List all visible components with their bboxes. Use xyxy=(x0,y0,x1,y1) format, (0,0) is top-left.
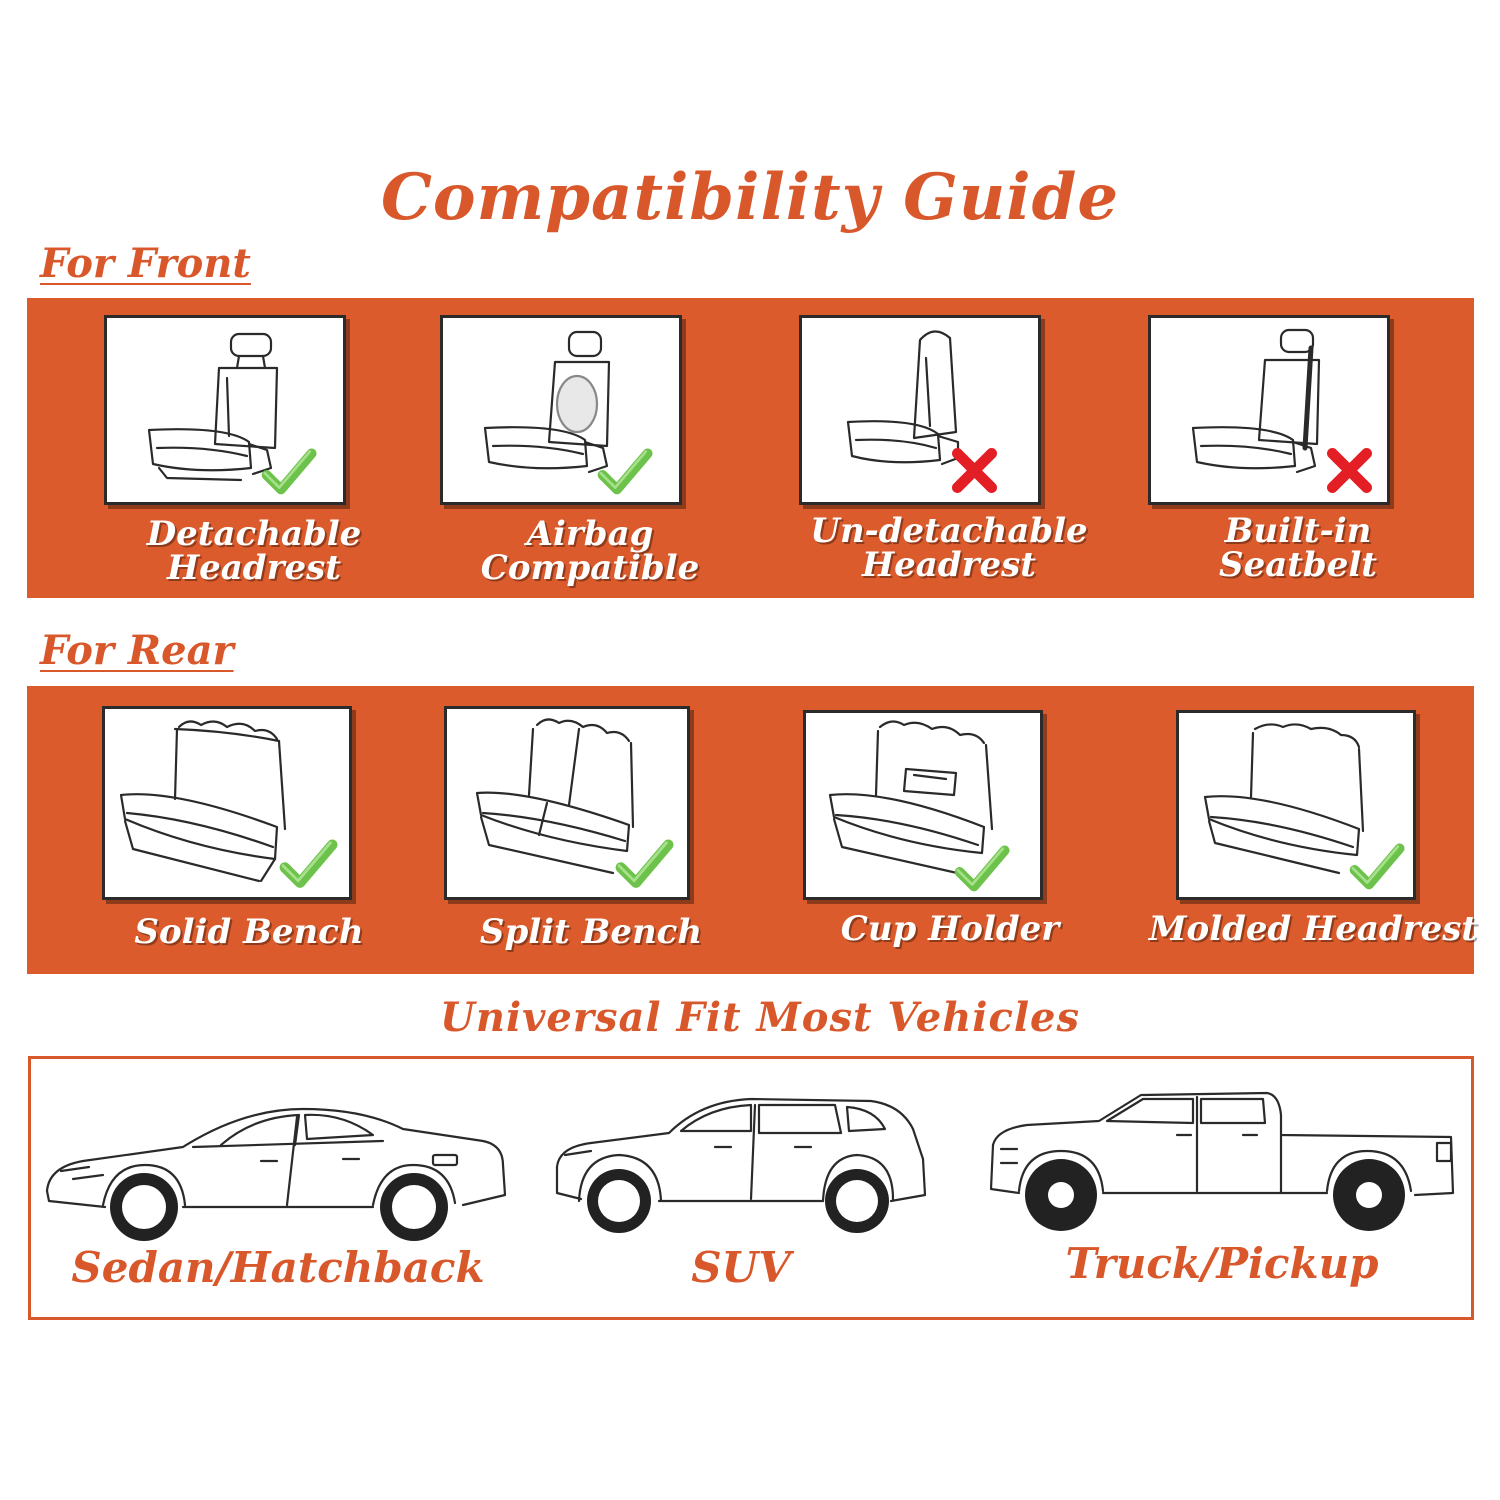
check-icon xyxy=(1353,847,1400,885)
cup-holder-seat-icon xyxy=(803,710,1043,900)
vehicle-sedan[interactable]: Sedan/Hatchback xyxy=(43,1095,513,1305)
vehicle-label: Truck/Pickup xyxy=(1065,1239,1379,1288)
front-item-caption: Un-detachable Headrest xyxy=(810,511,1088,585)
vehicles-heading: Universal Fit Most Vehicles xyxy=(440,994,1080,1041)
rear-band: Solid Bench Split Bench xyxy=(27,686,1477,974)
rear-item-caption: Solid Bench xyxy=(134,912,364,952)
check-icon xyxy=(265,452,312,490)
check-icon xyxy=(958,849,1005,887)
rear-section-label: For Rear xyxy=(40,627,234,674)
vehicle-truck[interactable]: Truck/Pickup xyxy=(987,1085,1457,1301)
molded-headrest-seat-icon xyxy=(1176,710,1416,900)
vehicle-label: SUV xyxy=(691,1243,791,1292)
solid-bench-seat-icon xyxy=(102,706,352,900)
check-icon xyxy=(601,452,648,490)
suv-icon xyxy=(555,1097,927,1233)
check-icon xyxy=(283,843,332,883)
front-section-label: For Front xyxy=(40,240,251,287)
airbag-seat-icon xyxy=(440,315,682,505)
page-title: Compatibility Guide xyxy=(380,160,1120,235)
cross-icon xyxy=(957,453,991,487)
front-item-caption: Detachable Headrest xyxy=(146,514,362,588)
rear-item-caption: Molded Headrest xyxy=(1148,909,1478,949)
rear-item-caption: Cup Holder xyxy=(840,909,1060,949)
front-item-caption: Built-in Seatbelt xyxy=(1219,511,1377,585)
undetachable-headrest-seat-icon xyxy=(799,315,1041,505)
vehicle-label: Sedan/Hatchback xyxy=(71,1243,485,1292)
split-bench-seat-icon xyxy=(444,706,690,900)
cross-icon xyxy=(1332,453,1366,487)
truck-icon xyxy=(989,1091,1455,1231)
front-item-caption: Airbag Compatible xyxy=(480,514,700,588)
sedan-icon xyxy=(45,1107,507,1241)
detachable-headrest-seat-icon xyxy=(104,315,346,505)
vehicle-suv[interactable]: SUV xyxy=(551,1089,931,1305)
front-band: Detachable Headrest Airbag Compatible xyxy=(27,298,1474,598)
vehicles-panel: Sedan/Hatchback SUV xyxy=(28,1056,1474,1320)
rear-item-caption: Split Bench xyxy=(479,912,703,952)
built-in-seatbelt-seat-icon xyxy=(1148,315,1390,505)
